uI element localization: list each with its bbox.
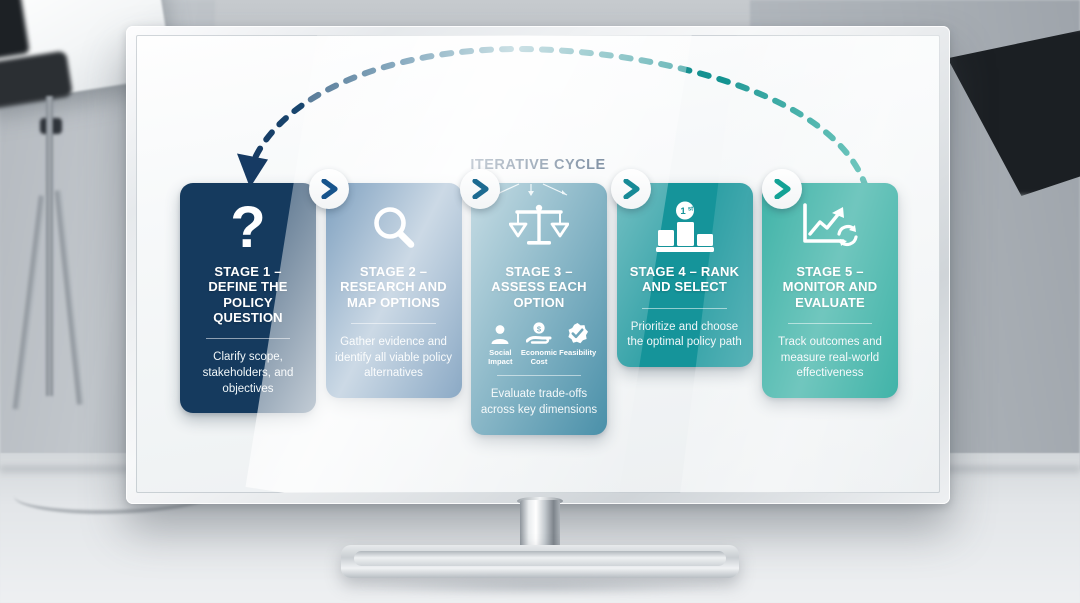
svg-text:1: 1 [680, 206, 686, 217]
tv-stand-reflection [360, 576, 720, 596]
chevron-connector-3 [611, 169, 651, 209]
stage-title: STAGE 3 – ASSESS EACH OPTION [491, 264, 587, 310]
chevron-connector-1 [309, 169, 349, 209]
stage-title: STAGE 5 – MONITOR AND EVALUATE [782, 264, 878, 310]
stage-title: STAGE 4 – RANK AND SELECT [629, 264, 740, 295]
stage-card-3[interactable]: STAGE 3 – ASSESS EACH OPTION [471, 183, 607, 435]
stage3-submetric-list: Social Impact $ [480, 183, 598, 367]
iterative-cycle-label: ITERATIVE CYCLE [470, 157, 606, 173]
growth-chart-refresh-icon [803, 203, 858, 247]
podium-first-place-icon: 1 st [655, 201, 714, 252]
chevron-right-icon [773, 179, 791, 199]
stage-description: Evaluate trade-offs across key dimension… [480, 388, 598, 417]
chevron-right-icon [320, 179, 338, 199]
television-display: ITERATIVE CYCLE [126, 26, 950, 504]
card-divider [787, 322, 873, 324]
card-divider [496, 375, 582, 377]
submetric-label: Social Impact [488, 347, 513, 367]
submetric-social-impact: Social Impact [481, 319, 520, 367]
card-divider [205, 338, 291, 340]
submetric-feasibility: Feasibility [558, 319, 597, 367]
stage-description: Track outcomes and measure real-world ef… [778, 335, 882, 380]
tv-bezel: ITERATIVE CYCLE [126, 26, 950, 504]
floor-cable-icon [14, 470, 224, 514]
chevron-connector-2 [460, 169, 500, 209]
submetric-economic-cost: $ Economic Cost [520, 319, 559, 367]
chevron-right-icon [471, 179, 489, 199]
submetric-label: Economic Cost [520, 347, 558, 367]
stage-card-5[interactable]: STAGE 5 – MONITOR AND EVALUATE Track out… [762, 183, 898, 398]
hand-coin-icon: $ [526, 322, 552, 344]
stage-card-1[interactable]: ? STAGE 1 – DEFINE THE POLICY QUESTION C… [180, 183, 316, 414]
stage-title: STAGE 2 – RESEARCH AND MAP OPTIONS [340, 264, 447, 310]
svg-text:st: st [687, 207, 692, 213]
card-divider [351, 322, 436, 324]
stage-card-4[interactable]: 1 st STAGE 4 – RANK AND SELECT Prioritiz… [616, 183, 753, 367]
chevron-connector-4 [762, 169, 802, 209]
stage-description: Gather evidence and identify all viable … [335, 335, 452, 380]
tv-stand-base-inlay [354, 551, 726, 566]
stage-card-list: ? STAGE 1 – DEFINE THE POLICY QUESTION C… [180, 183, 898, 435]
check-badge-icon [568, 322, 589, 344]
person-icon [491, 325, 509, 344]
submetric-label: Feasibility [559, 347, 597, 357]
tv-stand-neck [520, 500, 560, 550]
balance-scale-icon [509, 204, 569, 245]
question-mark-icon: ? [230, 195, 266, 261]
tv-screen: ITERATIVE CYCLE [136, 35, 940, 493]
stage-card-2[interactable]: STAGE 2 – RESEARCH AND MAP OPTIONS Gathe… [325, 183, 462, 398]
chevron-right-icon [622, 179, 640, 199]
card-divider [642, 307, 727, 309]
magnifying-glass-icon [373, 207, 414, 248]
stage-title: STAGE 1 – DEFINE THE POLICY QUESTION [208, 264, 288, 325]
light-stand-pole-icon [46, 96, 53, 396]
stage-description: Prioritize and choose the optimal policy… [627, 320, 742, 349]
policy-process-diagram: ITERATIVE CYCLE [136, 35, 940, 493]
stage-description: Clarify scope, stakeholders, and objecti… [202, 351, 294, 395]
